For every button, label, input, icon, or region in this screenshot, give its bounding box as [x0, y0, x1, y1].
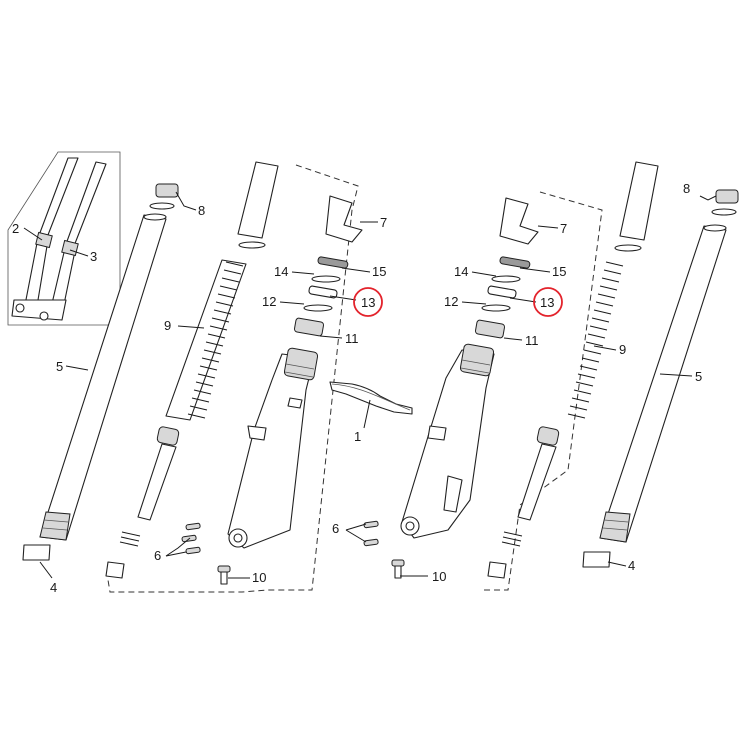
right-lower-slider [400, 343, 495, 539]
right-bushing [582, 551, 611, 568]
callout-6-right: 6 [332, 521, 339, 536]
axle-bracket-1 [329, 381, 413, 415]
callout-15-right: 15 [552, 264, 566, 279]
left-top-seal [149, 183, 179, 210]
callout-1: 1 [354, 429, 361, 444]
callout-8-right: 8 [683, 181, 690, 196]
callout-4-left: 4 [50, 580, 57, 595]
callout-13-right: 13 [540, 295, 554, 310]
right-bolts-6 [363, 520, 379, 547]
leader-lines [23, 191, 717, 579]
right-stanchion-tube [599, 224, 727, 543]
callout-11-left: 11 [345, 331, 359, 346]
callout-10-right: 10 [432, 569, 446, 584]
left-stack-14-15-12-13-11 [293, 256, 349, 337]
right-fork-inner-tube [614, 161, 659, 252]
left-lower-slider [227, 347, 319, 549]
callout-13-left: 13 [361, 295, 375, 310]
callout-12-right: 12 [444, 294, 458, 309]
right-stack-14-15-12-13-11 [474, 256, 531, 339]
callout-4-right: 4 [628, 558, 635, 573]
callout-14-right: 14 [454, 264, 468, 279]
left-stanchion-tube [39, 213, 167, 541]
right-group-dashed-outline [482, 191, 603, 591]
inset-assembled-forks [7, 151, 121, 326]
right-top-seal [711, 189, 739, 216]
right-cap-7 [499, 197, 539, 245]
right-spring [567, 261, 624, 419]
callout-14-left: 14 [274, 264, 288, 279]
callout-8-left: 8 [198, 203, 205, 218]
callout-7-right: 7 [560, 221, 567, 236]
callout-11-right: 11 [525, 333, 539, 348]
callout-9-right: 9 [619, 342, 626, 357]
callout-10-left: 10 [252, 570, 266, 585]
callout-15-left: 15 [372, 264, 386, 279]
highlight-circle-13-right [533, 287, 563, 317]
left-group-dashed-outline [107, 164, 359, 593]
callout-6-left: 6 [154, 548, 161, 563]
callout-9-left: 9 [164, 318, 171, 333]
left-bolts-6 [181, 522, 201, 555]
highlight-circle-13-left [353, 287, 383, 317]
left-axle-bolt-10 [217, 565, 231, 585]
right-damper-rod [487, 426, 560, 579]
callout-12-left: 12 [262, 294, 276, 309]
callout-7-left: 7 [380, 215, 387, 230]
callout-5-right: 5 [695, 369, 702, 384]
left-bushing [22, 544, 51, 561]
callout-3: 3 [90, 249, 97, 264]
right-axle-bolt-10 [391, 559, 405, 579]
callout-5-left: 5 [56, 359, 63, 374]
inset-frame [7, 151, 121, 326]
left-damper-rod [105, 426, 180, 579]
callout-2: 2 [12, 221, 19, 236]
left-spring [165, 259, 247, 421]
left-cap-7 [325, 195, 363, 243]
left-fork-inner-tube [237, 161, 279, 249]
